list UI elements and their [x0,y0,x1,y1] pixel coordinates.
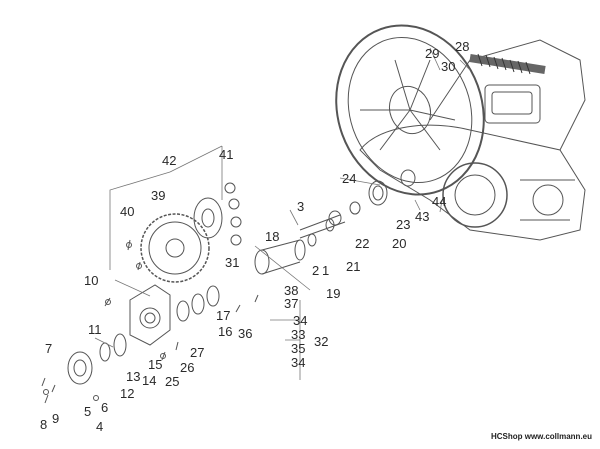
callout-35: 35 [291,341,306,356]
bearings [67,333,127,385]
callout-16: 16 [218,324,233,339]
engine-housing [359,39,586,241]
callout-26: 26 [180,360,195,375]
callout-33: 33 [291,327,306,342]
callout-3: 3 [297,199,305,214]
callout-11: 11 [88,322,102,337]
callout-1: 1 [322,263,330,278]
callout-38: 38 [284,283,299,298]
callout-42: 42 [162,153,177,168]
callout-24: 24 [342,171,357,186]
callout-32: 32 [314,334,329,349]
callout-39: 39 [151,188,166,203]
callout-8: 8 [40,417,48,432]
callout-15: 15 [148,357,163,372]
callout-7: 7 [45,341,53,356]
callout-17: 17 [216,308,231,323]
callout-2: 2 [312,263,320,278]
callout-43: 43 [415,209,430,224]
callout-41: 41 [219,147,234,162]
callout-23: 23 [396,217,411,232]
carrier-bracket [129,284,171,346]
callout-27: 27 [190,345,205,360]
callout-30: 30 [441,59,456,74]
sprocket [140,182,242,283]
callout-34-lower: 34 [291,355,306,370]
callout-5: 5 [84,404,92,419]
callout-34: 34 [293,313,308,328]
shock-absorber [469,53,546,75]
callout-29: 29 [425,46,440,61]
callout-22: 22 [355,236,370,251]
callout-20: 20 [392,236,407,251]
callout-36: 36 [238,326,253,341]
callout-13: 13 [126,369,141,384]
callout-25: 25 [165,374,180,389]
callout-21: 21 [346,259,361,274]
fasteners [41,239,259,404]
callout-12: 12 [120,386,135,401]
callout-31: 31 [225,255,240,270]
callout-18: 18 [265,229,280,244]
callout-28: 28 [455,39,470,54]
callout-37: 37 [284,296,299,311]
leader-lines [94,47,471,380]
callout-9: 9 [52,411,60,426]
callout-40: 40 [120,204,135,219]
callout-14: 14 [142,373,157,388]
shop-footer: HCShop www.collmann.eu [490,432,592,441]
callout-6: 6 [101,400,109,415]
callout-19: 19 [326,286,341,301]
rear-wheel [335,24,485,196]
callout-44: 44 [432,194,447,209]
callout-4: 4 [96,419,104,434]
callout-10: 10 [84,273,99,288]
hub-parts [299,169,416,239]
axle-parts [176,218,335,322]
